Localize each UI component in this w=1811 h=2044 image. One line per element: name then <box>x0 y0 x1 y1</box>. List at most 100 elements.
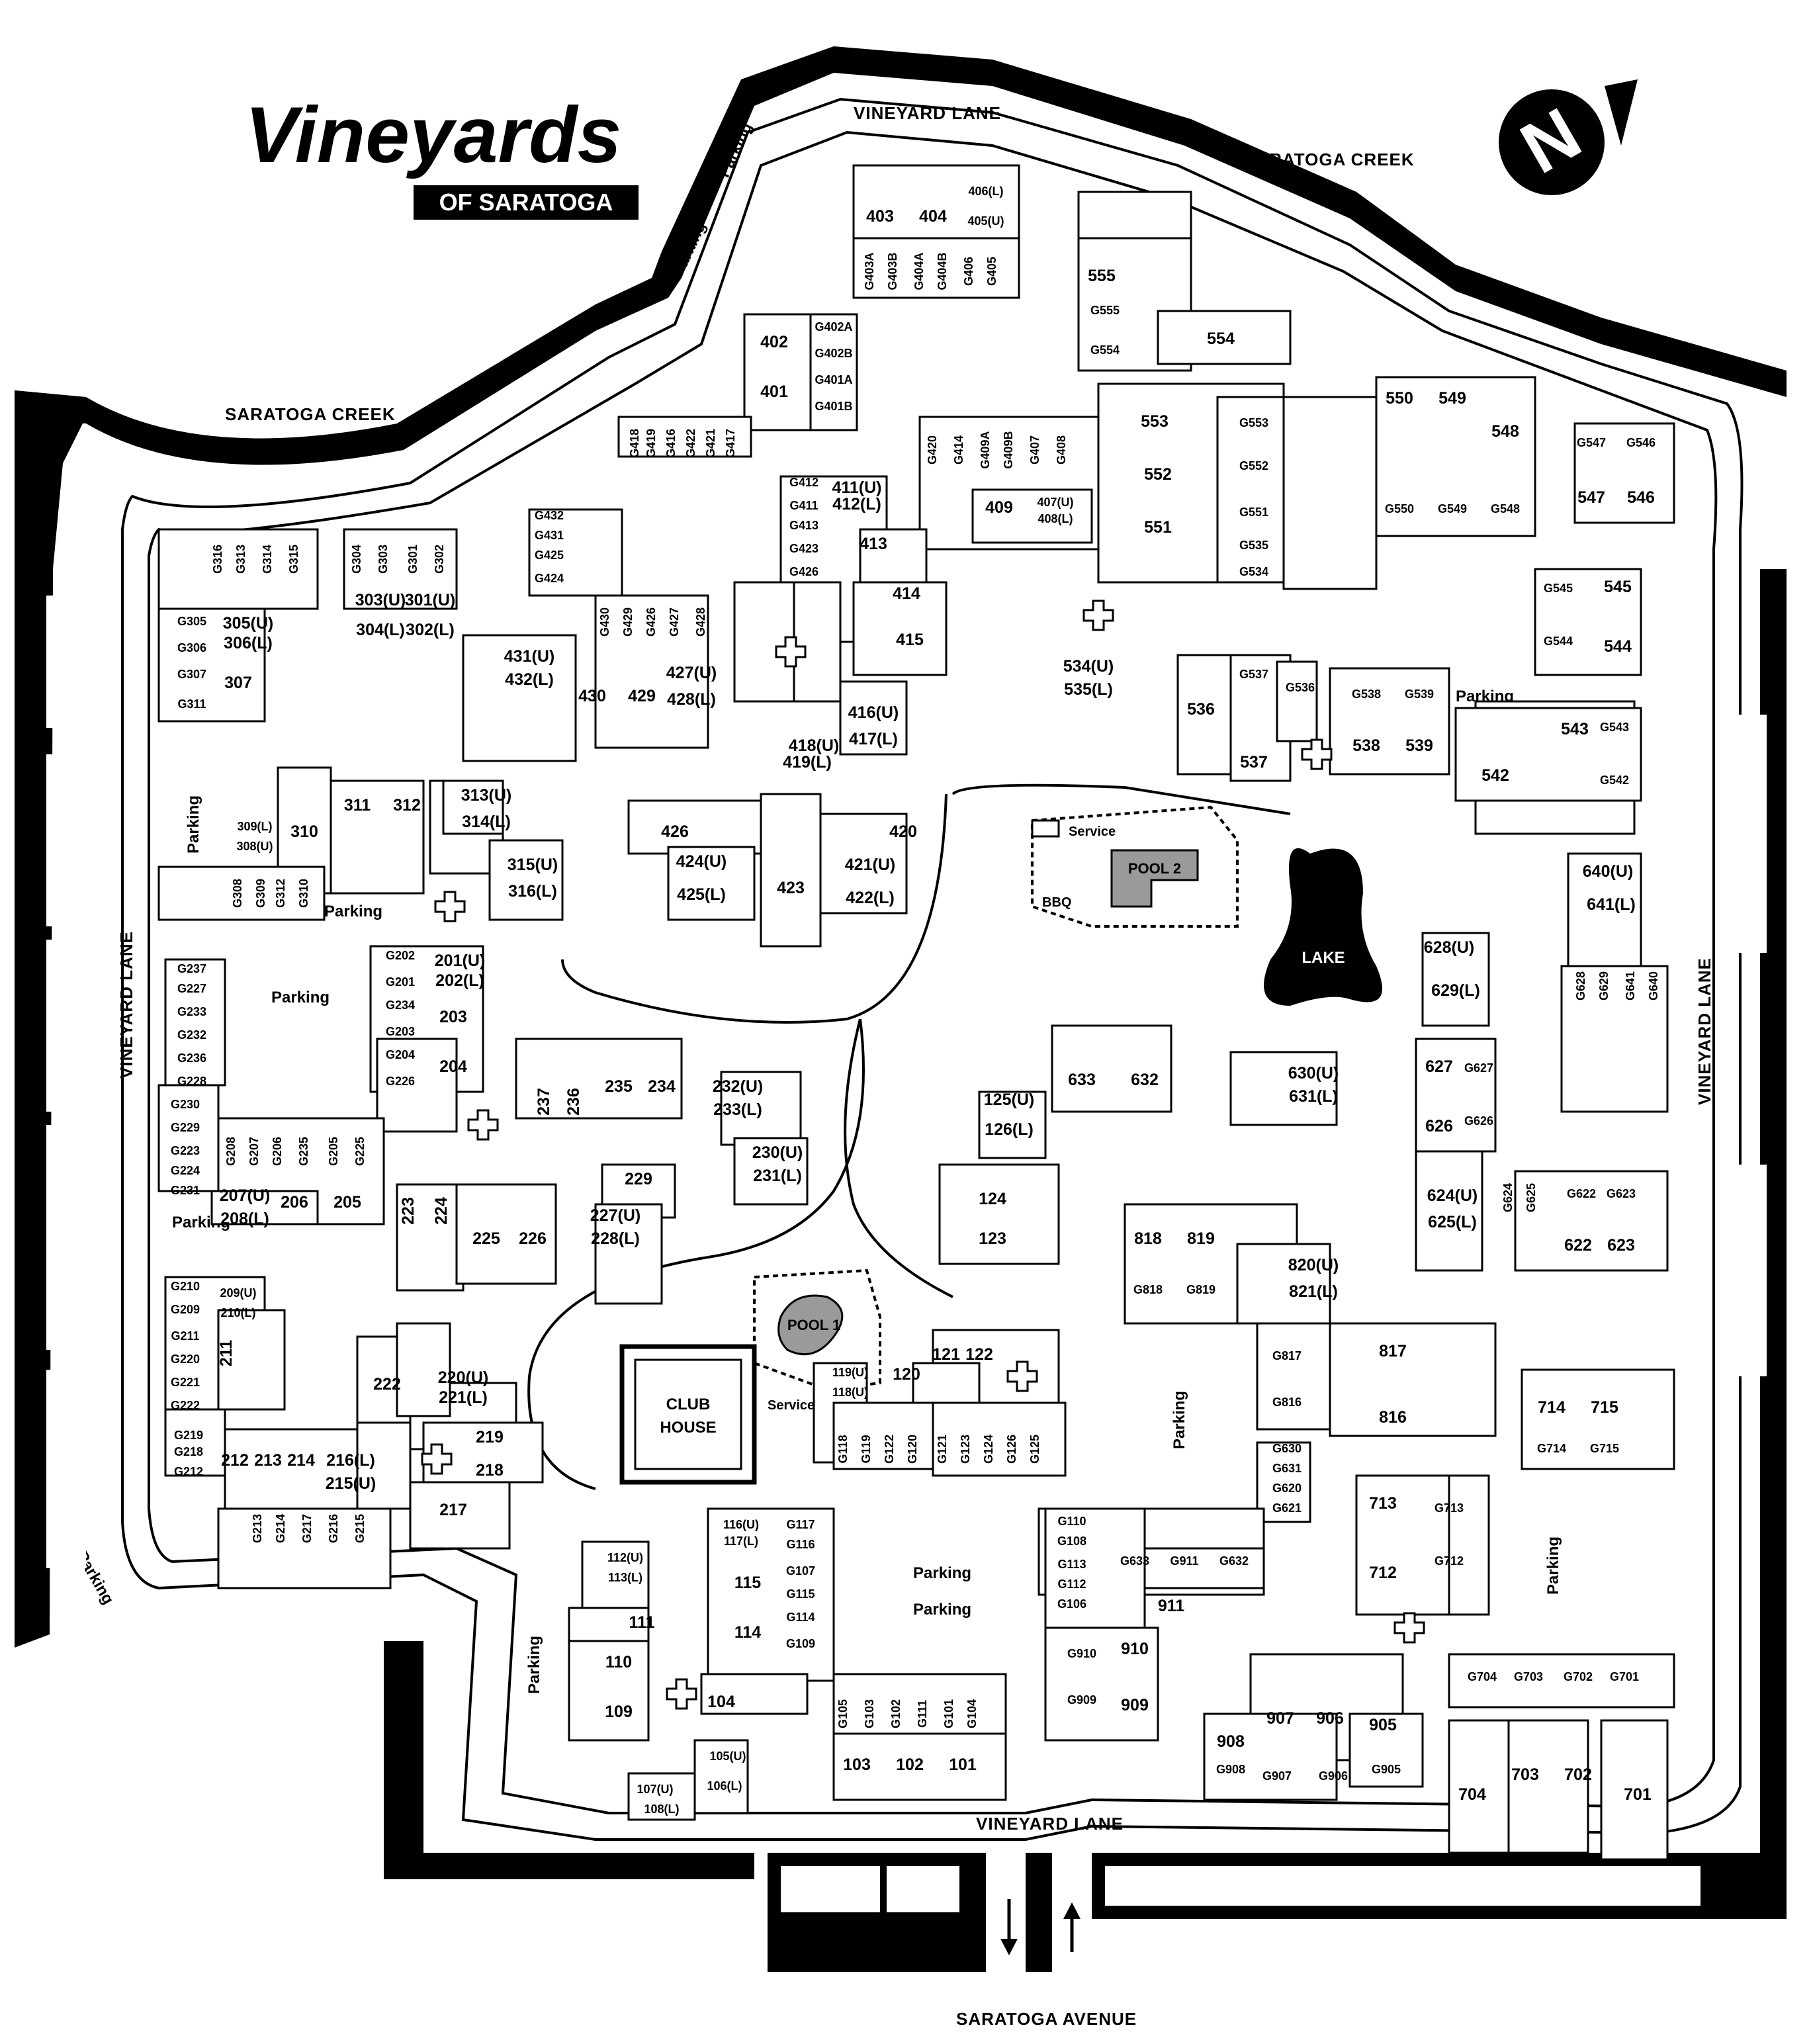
unit-label-u203: 203 <box>439 1008 467 1026</box>
building-outline <box>852 237 1020 299</box>
bbq-label: BBQ <box>1042 895 1071 910</box>
unit-label-g547: G547 <box>1577 436 1606 449</box>
building-outline <box>210 1190 319 1225</box>
unit-label-u419L: 419(L) <box>783 753 832 772</box>
building-outline <box>217 1309 286 1411</box>
unit-label-g409A: G409A <box>979 431 992 468</box>
unit-label-u114: 114 <box>734 1623 761 1642</box>
unit-label-u118U: 118(U) <box>832 1386 868 1399</box>
north-arrow-icon: N <box>1499 79 1638 195</box>
unit-label-u816: 816 <box>1379 1408 1407 1427</box>
unit-label-u537: 537 <box>1240 753 1268 772</box>
unit-label-u429: 429 <box>628 687 656 705</box>
unit-label-g212: G212 <box>174 1465 203 1478</box>
unit-label-u226: 226 <box>519 1229 547 1248</box>
cross-icon <box>434 891 466 922</box>
unit-label-g712: G712 <box>1435 1554 1464 1568</box>
unit-label-u416U: 416(U) <box>848 703 899 722</box>
pool-2-label: POOL 2 <box>1128 860 1181 877</box>
unit-label-g309: G309 <box>254 879 267 908</box>
unit-label-g209: G209 <box>171 1303 200 1316</box>
unit-label-u405U: 405(U) <box>967 214 1004 228</box>
unit-label-u120: 120 <box>893 1365 920 1384</box>
unit-label-u224: 224 <box>432 1197 451 1225</box>
unit-label-u222: 222 <box>373 1375 401 1394</box>
unit-label-u111: 111 <box>629 1613 655 1632</box>
unit-label-u208L: 208(L) <box>220 1210 269 1228</box>
unit-label-u423: 423 <box>777 879 805 897</box>
unit-label-g816: G816 <box>1272 1396 1302 1409</box>
unit-label-g552: G552 <box>1239 459 1268 472</box>
building-outline <box>852 581 948 676</box>
unit-label-g412: G412 <box>789 476 818 489</box>
title-sub: OF SARATOGA <box>439 189 613 216</box>
unit-label-g108: G108 <box>1057 1534 1086 1548</box>
unit-label-u233L: 233(L) <box>713 1100 762 1119</box>
unit-label-u548: 548 <box>1491 422 1519 441</box>
cross-icon <box>421 1443 453 1475</box>
unit-label-u234: 234 <box>648 1077 676 1096</box>
building-outline <box>528 508 623 597</box>
unit-label-u421U: 421(U) <box>845 856 895 874</box>
unit-label-g304: G304 <box>350 545 363 574</box>
unit-label-u550: 550 <box>1386 389 1413 408</box>
unit-label-u420: 420 <box>889 822 917 841</box>
building-outline <box>164 1408 226 1477</box>
building-outline <box>343 528 458 610</box>
unit-label-g106: G106 <box>1057 1597 1086 1611</box>
unit-label-u209U: 209(U) <box>220 1286 256 1300</box>
road-saratoga-avenue: SARATOGA AVENUE <box>956 2009 1137 2029</box>
unit-label-g713: G713 <box>1435 1501 1464 1515</box>
building-outline <box>627 1772 696 1821</box>
unit-label-g207: G207 <box>247 1137 261 1166</box>
road-vineyard-lane-right: VINEYARD LANE <box>1695 957 1714 1105</box>
unit-label-g430: G430 <box>598 607 611 637</box>
unit-label-g105: G105 <box>836 1699 850 1728</box>
unit-label-u425L: 425(L) <box>677 885 726 904</box>
unit-label-u316L: 316(L) <box>508 882 557 901</box>
building-outline <box>733 1137 809 1206</box>
unit-label-u112U: 112(U) <box>607 1551 643 1564</box>
building-outline <box>442 779 504 835</box>
unit-label-u205: 205 <box>333 1193 361 1212</box>
unit-label-g303: G303 <box>376 545 390 574</box>
cross-icon <box>1006 1360 1038 1392</box>
unit-label-g428: G428 <box>694 607 707 637</box>
unit-label-g115: G115 <box>786 1587 815 1601</box>
unit-label-g111: G111 <box>916 1700 929 1728</box>
unit-label-g538: G538 <box>1352 688 1381 701</box>
unit-label-u910: 910 <box>1121 1640 1149 1658</box>
unit-label-u911: 911 <box>1158 1597 1184 1615</box>
unit-label-g220: G220 <box>171 1353 200 1366</box>
unit-label-u211: 211 <box>217 1340 236 1366</box>
unit-label-u427U: 427(U) <box>666 664 717 682</box>
unit-label-u204: 204 <box>439 1057 467 1076</box>
unit-label-u542: 542 <box>1481 766 1509 785</box>
unit-label-u301U: 301(U) <box>405 591 455 609</box>
unit-label-g208: G208 <box>224 1137 238 1166</box>
unit-label-g405: G405 <box>985 257 998 286</box>
unit-label-u413: 413 <box>860 535 887 553</box>
unit-label-u549: 549 <box>1438 389 1466 408</box>
unit-label-u703: 703 <box>1511 1765 1539 1784</box>
unit-label-u409: 409 <box>985 498 1013 517</box>
parking-label: Parking <box>1431 259 1491 300</box>
unit-label-g235: G235 <box>297 1137 310 1166</box>
unit-label-g640: G640 <box>1647 971 1660 1000</box>
building-outline <box>667 846 756 921</box>
unit-label-g218: G218 <box>174 1445 203 1458</box>
unit-label-g620: G620 <box>1272 1482 1302 1495</box>
parking-label: Parking <box>913 1564 971 1582</box>
unit-label-u122: 122 <box>965 1345 993 1364</box>
unit-label-u218: 218 <box>476 1461 504 1480</box>
building-outline <box>1421 932 1490 1027</box>
unit-label-u555: 555 <box>1088 267 1116 285</box>
building-outline <box>462 634 577 762</box>
building-outline <box>1507 1719 1589 1854</box>
unit-label-u107U: 107(U) <box>637 1783 673 1796</box>
unit-label-g210: G210 <box>171 1280 200 1293</box>
unit-label-g906: G906 <box>1319 1769 1348 1783</box>
building-outline <box>157 528 319 610</box>
building-outline <box>568 1640 650 1742</box>
unit-label-g217: G217 <box>300 1514 314 1543</box>
